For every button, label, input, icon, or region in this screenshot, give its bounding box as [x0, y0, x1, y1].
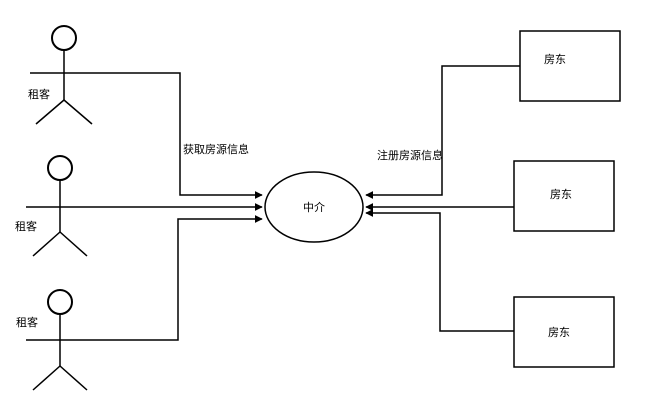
tenant-1-leg-left: [35, 99, 65, 125]
tenant-2-label: 租客: [15, 219, 37, 233]
landlord-box-1: 房东: [519, 30, 621, 102]
tenant-2-leg-right: [59, 231, 88, 257]
tenant-actor-3: 租客: [16, 289, 95, 391]
edge-tenant-3-to-agency: [95, 215, 263, 341]
edge-landlord-1-to-agency: [365, 65, 520, 199]
agency-node: 中介: [264, 171, 364, 243]
landlord-box-3: 房东: [513, 296, 615, 368]
landlord-box-2: 房东: [513, 160, 615, 232]
tenant-actor-2: 租客: [15, 155, 95, 257]
edge-label-register-info: 注册房源信息: [377, 148, 443, 162]
tenant-1-label: 租客: [28, 87, 50, 101]
tenant-1-head: [51, 25, 77, 51]
agency-label: 中介: [303, 201, 325, 214]
tenant-3-head: [47, 289, 73, 315]
agency-ellipse: [264, 171, 364, 243]
tenant-2-head: [47, 155, 73, 181]
landlord-2-rect: [513, 160, 615, 232]
tenant-3-leg-right: [59, 365, 88, 391]
landlord-3-label: 房东: [548, 326, 570, 339]
tenant-1-leg-right: [63, 99, 93, 125]
tenant-3-leg-left: [32, 365, 61, 391]
edge-label-get-info: 获取房源信息: [183, 142, 249, 156]
landlord-1-rect: [519, 30, 621, 102]
landlord-2-label: 房东: [550, 188, 572, 201]
edge-tenant-1-to-agency: [98, 72, 263, 199]
edge-landlord-3-to-agency: [365, 209, 514, 332]
landlord-3-rect: [513, 296, 615, 368]
tenant-actor-1: 租客: [28, 25, 98, 125]
tenant-2-leg-left: [32, 231, 61, 257]
tenant-3-label: 租客: [16, 315, 38, 329]
landlord-1-label: 房东: [544, 53, 566, 66]
